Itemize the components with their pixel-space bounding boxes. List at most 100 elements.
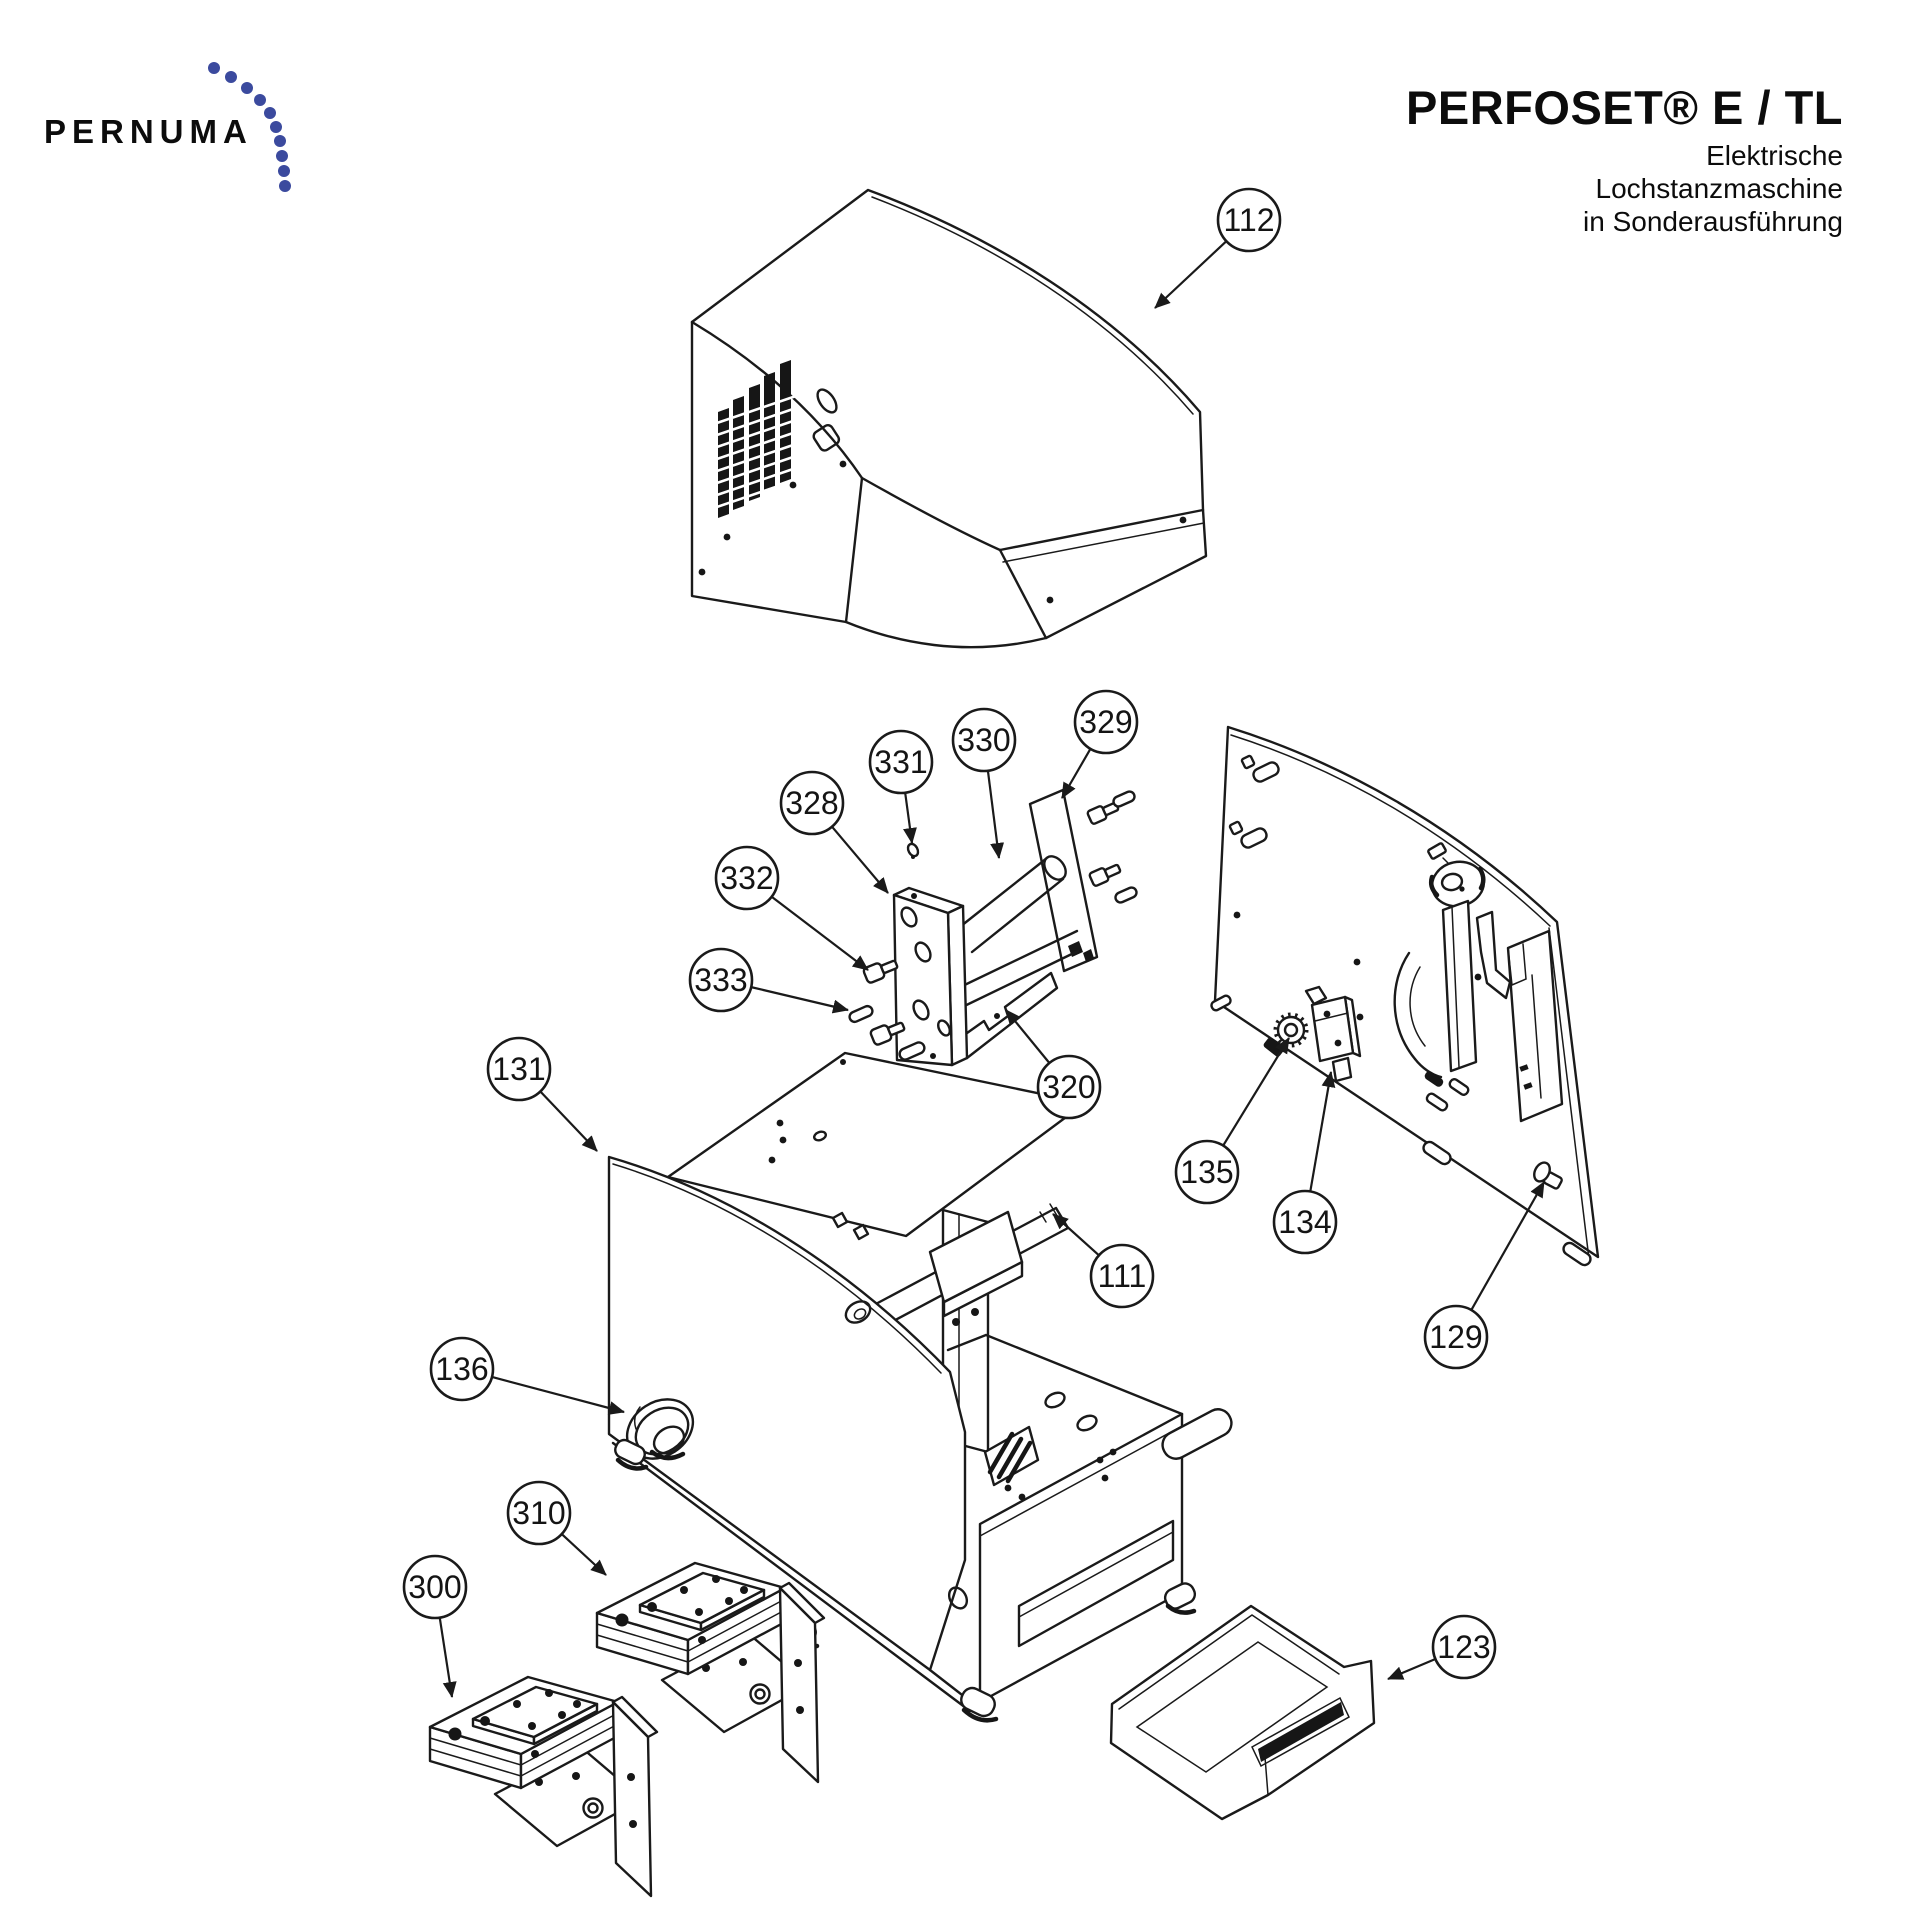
callout-leader-112	[1154, 240, 1228, 309]
main-body	[607, 1051, 1233, 1723]
chip-drawer	[1109, 1604, 1376, 1821]
right-side-panel	[1210, 725, 1600, 1267]
punch-block-300	[428, 1675, 659, 1898]
callout-leader-131	[539, 1090, 598, 1152]
callout-balloon-112	[1216, 187, 1282, 253]
roller-disc	[1427, 842, 1486, 908]
callout-leader-329	[1061, 748, 1092, 799]
punch-opening	[983, 1425, 1040, 1487]
callout-111: 111	[1052, 1213, 1155, 1309]
callout-number-330: 330	[957, 722, 1010, 758]
callout-number-329: 329	[1079, 704, 1132, 740]
callout-320: 320	[1005, 1009, 1102, 1120]
callout-number-129: 129	[1429, 1319, 1482, 1355]
screws-332	[862, 959, 906, 1046]
subtitle-line-2: Lochstanzmaschine	[1595, 173, 1843, 204]
guide-rails	[1441, 899, 1564, 1123]
callout-balloon-331	[868, 729, 934, 795]
callout-number-310: 310	[512, 1495, 565, 1531]
callout-balloon-328	[779, 770, 845, 836]
brand-text: PERNUMA	[44, 113, 253, 150]
callout-balloon-300	[402, 1554, 468, 1620]
slide-block	[928, 1210, 1024, 1326]
callout-328: 328	[779, 770, 889, 894]
cover-cable-hole	[816, 388, 838, 414]
callout-number-123: 123	[1437, 1629, 1490, 1665]
callout-329: 329	[1061, 689, 1139, 799]
subtitle-line-1: Elektrische	[1706, 140, 1843, 171]
subtitle: Elektrische Lochstanzmaschine in Sondera…	[1406, 139, 1843, 238]
pernuma-logo: PERNUMA	[44, 62, 291, 192]
callout-leader-320	[1005, 1009, 1051, 1064]
logo-dots-arc-icon	[208, 62, 291, 192]
base-box	[917, 1333, 1233, 1704]
callout-balloon-329	[1073, 689, 1139, 755]
cover-switch-hole	[812, 424, 841, 452]
page-title: PERFOSET® E / TL	[1406, 81, 1843, 134]
bracket-screws-right	[1086, 790, 1138, 904]
callout-332: 332	[714, 845, 869, 971]
callout-number-333: 333	[694, 962, 747, 998]
callout-112: 112	[1154, 187, 1282, 309]
callout-balloon-310	[506, 1480, 572, 1546]
callout-number-112: 112	[1223, 202, 1274, 238]
callout-balloon-330	[951, 707, 1017, 773]
callout-333: 333	[688, 947, 849, 1014]
callout-balloon-129	[1423, 1304, 1489, 1370]
callout-number-111: 111	[1098, 1258, 1147, 1294]
callout-leader-332	[771, 895, 869, 971]
punch-block-310	[595, 1561, 826, 1784]
callout-number-131: 131	[492, 1051, 545, 1087]
pin-331	[906, 842, 920, 859]
callout-balloon-131	[486, 1036, 552, 1102]
callout-131: 131	[486, 1036, 598, 1152]
callout-balloon-333	[688, 947, 754, 1013]
microswitch-134	[1304, 985, 1362, 1083]
callout-leader-134	[1309, 1071, 1336, 1192]
callout-number-135: 135	[1180, 1154, 1233, 1190]
callout-number-134: 134	[1278, 1204, 1331, 1240]
callout-135: 135	[1174, 1037, 1290, 1205]
callout-134: 134	[1272, 1071, 1338, 1255]
callout-leader-331	[903, 792, 917, 844]
callout-balloon-123	[1431, 1614, 1497, 1680]
callout-balloon-135	[1174, 1139, 1240, 1205]
callout-leader-129	[1470, 1181, 1545, 1311]
drawer-handle	[1251, 1696, 1350, 1768]
callout-balloon-134	[1272, 1189, 1338, 1255]
callout-leader-333	[750, 986, 849, 1014]
callout-number-300: 300	[408, 1569, 461, 1605]
panel-pins	[1210, 994, 1592, 1267]
bracket-back-plate	[1028, 788, 1099, 973]
callout-balloon-320	[1036, 1054, 1102, 1120]
callout-330: 330	[951, 707, 1017, 859]
callout-310: 310	[506, 1480, 607, 1576]
callout-leader-310	[561, 1533, 607, 1576]
callout-leader-300	[438, 1617, 457, 1698]
callout-331: 331	[868, 729, 934, 844]
subtitle-line-3: in Sonderausführung	[1583, 206, 1843, 237]
callout-number-331: 331	[874, 744, 927, 780]
title-block: PERFOSET® E / TL Elektrische Lochstanzma…	[1406, 80, 1843, 238]
callout-balloon-111	[1089, 1243, 1155, 1309]
punch-head-bracket	[848, 788, 1138, 1067]
callout-129: 129	[1423, 1181, 1545, 1370]
bracket-front-plate	[892, 886, 969, 1067]
callout-balloon-136	[429, 1336, 495, 1402]
callout-300: 300	[402, 1554, 468, 1698]
callout-leader-135	[1222, 1037, 1290, 1147]
callout-number-320: 320	[1042, 1069, 1095, 1105]
callout-balloon-332	[714, 845, 780, 911]
callout-leader-136	[491, 1375, 625, 1415]
bracket-rod	[954, 855, 1067, 954]
callout-136: 136	[429, 1336, 625, 1415]
callout-leader-123	[1387, 1658, 1436, 1681]
callout-number-332: 332	[720, 860, 773, 896]
bushing-129	[1533, 1161, 1563, 1190]
callout-123: 123	[1387, 1614, 1497, 1681]
vent-slots	[713, 360, 797, 518]
panel-standoffs	[1228, 754, 1280, 849]
